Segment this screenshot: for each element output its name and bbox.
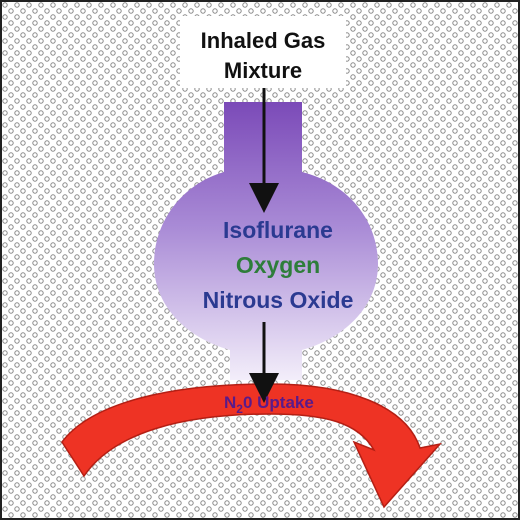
gas-label-nitrous-oxide: Nitrous Oxide [202,287,354,313]
gas-label-isoflurane: Isoflurane [223,217,333,243]
uptake-prefix: N [224,393,237,412]
uptake-arrow [61,383,443,509]
uptake-suffix: 0 Uptake [242,393,314,412]
uptake-subscript: 2 [236,402,243,416]
title-box: Inhaled Gas Mixture [180,16,346,88]
uptake-label: N20 Uptake [224,392,314,416]
gas-label-oxygen: Oxygen [235,252,321,278]
flask-shape [154,102,378,380]
title-line-2: Mixture [223,58,303,83]
title-line-1: Inhaled Gas [200,28,326,53]
